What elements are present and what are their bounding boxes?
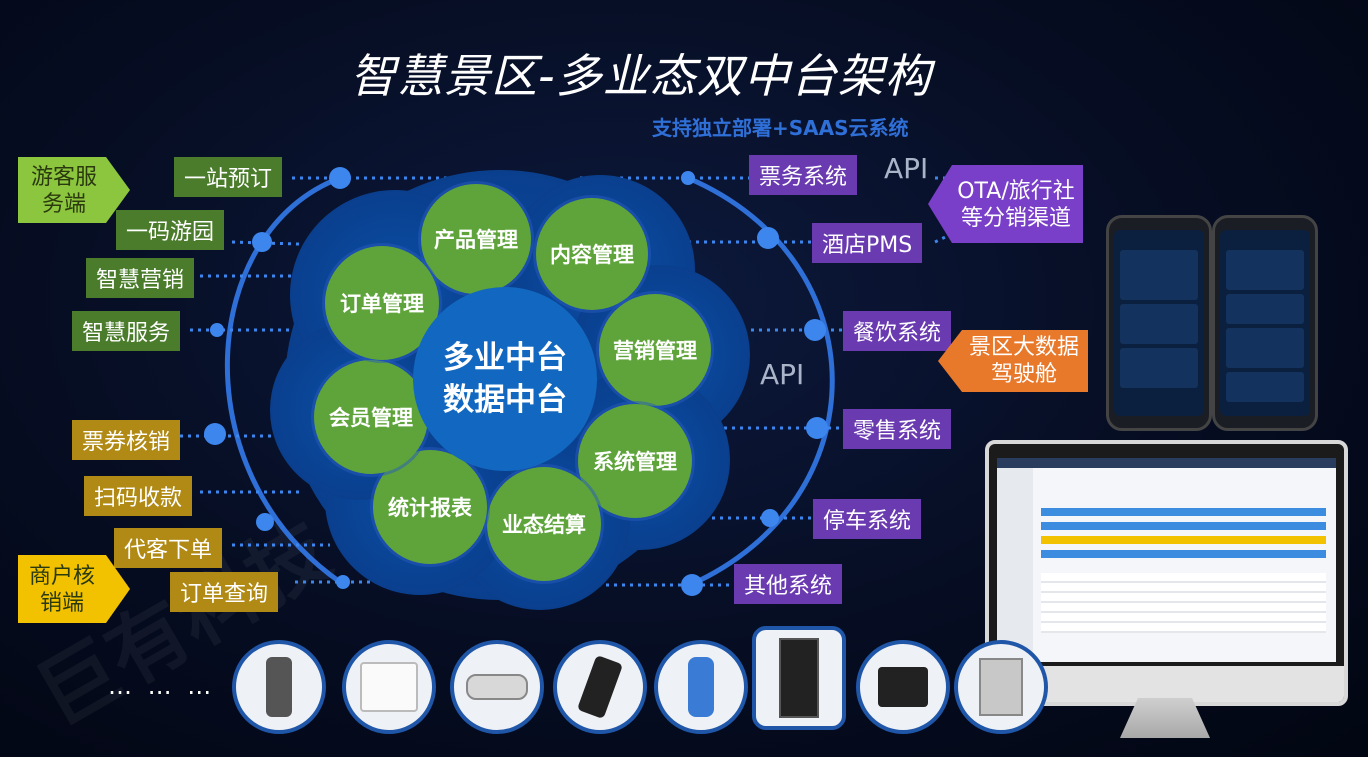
device-kiosk — [752, 626, 846, 730]
device-cash-register — [856, 640, 950, 734]
api-label-mid: API — [760, 358, 805, 391]
device-pos-terminal — [553, 640, 647, 734]
monitor-chin — [989, 666, 1344, 702]
item-order-query: 订单查询 — [170, 572, 279, 612]
pos-terminal-icon — [576, 654, 624, 720]
desktop-monitor — [985, 440, 1348, 706]
item-ticket-verify: 票券核销 — [72, 420, 181, 460]
bigdata-tag-shape — [938, 330, 1088, 392]
monitor-screen — [997, 458, 1336, 662]
ota-channel-tag: OTA/旅行社 等分销渠道 — [952, 178, 1080, 232]
visitor-tag-line1: 游客服 — [30, 165, 97, 190]
core-data-platform: 数据中台 — [443, 382, 567, 418]
item-scan-pay: 扫码收款 — [84, 476, 193, 516]
cash-register-icon — [878, 667, 928, 707]
module-system-management: 系统管理 — [578, 404, 692, 518]
device-turnstile — [954, 640, 1048, 734]
module-content-management: 内容管理 — [536, 198, 648, 310]
item-smart-marketing: 智慧营销 — [86, 258, 195, 298]
mobile-screen-1 — [1114, 230, 1204, 416]
camera-icon — [466, 674, 528, 700]
system-parking: 停车系统 — [813, 499, 922, 539]
module-product-management: 产品管理 — [421, 184, 531, 294]
gateway-box-icon — [360, 662, 418, 712]
module-marketing-management: 营销管理 — [599, 294, 711, 406]
bigdata-tag-line2: 驾驶舱 — [990, 362, 1057, 387]
ota-tag-shape — [928, 165, 1083, 243]
merchant-end-tag: 商户核 销端 — [20, 563, 104, 617]
devices-ellipsis: … … … — [108, 672, 216, 700]
device-handheld-scanner — [232, 640, 326, 734]
item-one-code-park: 一码游园 — [116, 210, 225, 250]
mobile-screen-2 — [1220, 230, 1310, 416]
system-catering: 餐饮系统 — [843, 311, 952, 351]
bigdata-cockpit-tag: 景区大数据 驾驶舱 — [960, 334, 1088, 388]
visitor-tag-shape — [18, 157, 130, 223]
turnstile-icon — [979, 658, 1023, 716]
ota-tag-line2: 等分销渠道 — [960, 206, 1071, 231]
mobile-phone-1 — [1106, 215, 1212, 431]
handheld-pos-icon — [688, 657, 714, 717]
system-ticketing: 票务系统 — [749, 155, 858, 195]
device-handheld-pos — [654, 640, 748, 734]
core-business-platform: 多业中台 — [443, 340, 567, 376]
system-other: 其他系统 — [734, 564, 843, 604]
visitor-tag-line2: 务端 — [41, 192, 86, 217]
system-hotel-pms: 酒店PMS — [812, 223, 923, 263]
device-camera — [450, 640, 544, 734]
page-subtitle: 支持独立部署+SAAS云系统 — [652, 116, 909, 140]
module-member-management: 会员管理 — [314, 360, 428, 474]
bigdata-tag-line1: 景区大数据 — [968, 335, 1079, 360]
monitor-stand — [1120, 698, 1210, 738]
module-business-settlement: 业态结算 — [487, 467, 601, 581]
visitor-end-tag: 游客服 务端 — [24, 164, 104, 218]
item-smart-service: 智慧服务 — [72, 311, 181, 351]
handheld-scanner-icon — [266, 657, 292, 717]
mobile-phone-2 — [1212, 215, 1318, 431]
merchant-tag-line1: 商户核 — [28, 564, 95, 589]
merchant-tag-line2: 销端 — [39, 591, 84, 616]
api-label-top: API — [884, 152, 929, 185]
system-retail: 零售系统 — [843, 409, 952, 449]
page-title: 智慧景区-多业态双中台架构 — [350, 49, 932, 103]
ota-tag-line1: OTA/旅行社 — [957, 179, 1075, 204]
device-gateway-box — [342, 640, 436, 734]
core-platform: 多业中台 数据中台 — [413, 287, 597, 471]
module-statistics-report: 统计报表 — [373, 450, 487, 564]
kiosk-icon — [779, 638, 819, 718]
item-one-stop-booking: 一站预订 — [174, 157, 283, 197]
module-order-management: 订单管理 — [325, 246, 439, 360]
merchant-tag-shape — [18, 555, 130, 623]
item-order-for-guest: 代客下单 — [114, 528, 223, 568]
